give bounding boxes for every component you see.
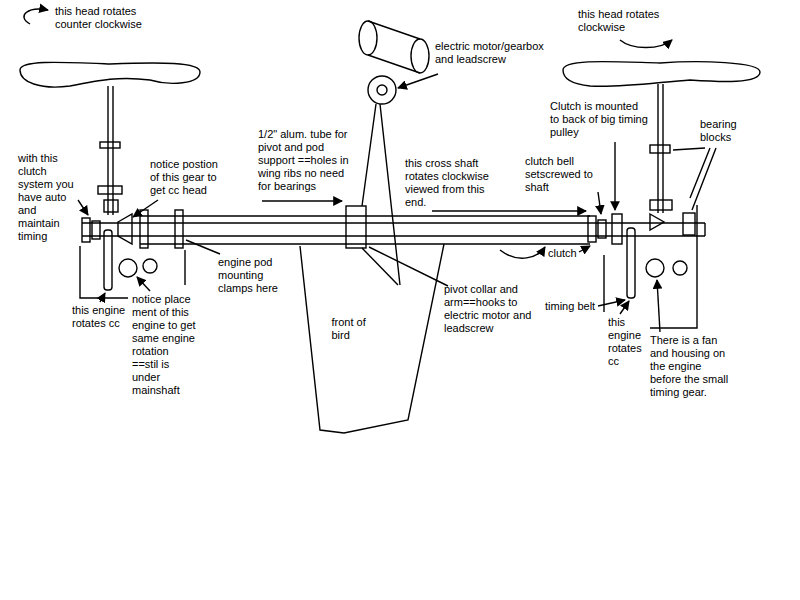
note: There is a fan and housing on the engine… [650,334,732,399]
engine [119,259,137,277]
clutch [588,216,596,242]
rotor-blade [563,62,760,87]
rotation-note: this head rotates clockwise [578,8,673,34]
part-label: electric motor/gearbox and leadscrew [435,40,550,66]
rotor-mast [658,84,663,213]
alum-tube [140,216,590,244]
rotor-blade [20,62,200,87]
engine [143,259,157,273]
engine-pod [80,246,185,298]
bearing-block [98,186,122,194]
rotation-note: this engine rotates cc [608,316,648,368]
leader-line [432,210,586,211]
electric-motor [359,21,377,55]
leader-line [579,246,590,252]
rotor-mast [108,86,113,215]
note: Clutch is mounted to back of big timing … [550,100,649,139]
part-label: timing belt [545,300,595,313]
note: 1/2" alum. tube for pivot and pod suppor… [258,128,353,193]
leader-line [657,280,660,332]
note: notice place ment of this engine to get … [132,293,197,397]
leader-line [186,240,220,254]
timing-pulley [612,214,622,244]
engine-pod [604,205,697,328]
leadscrew [362,104,400,285]
engine [673,261,687,275]
clutch [82,218,90,242]
rotation-arrow [500,247,545,258]
pod-clamp [140,210,148,248]
bearing-block [100,142,120,148]
note: notice postion of this gear to get cc he… [150,158,225,197]
note: engine pod mounting clamps here [218,256,280,295]
leader-line [620,301,629,314]
leader-line [614,142,615,210]
leader-line [133,200,158,217]
leader-line [398,74,438,88]
rotation-note: this engine rotates cc [72,304,130,330]
part-label: bearing blocks [700,118,745,144]
gearbox [377,85,387,95]
bearing-block [650,145,670,153]
note: with this clutch system you have auto an… [18,152,76,243]
part-label: clutch [548,247,577,260]
outline-shape [296,240,448,438]
node-text: front of bird [332,316,377,342]
leader-line [598,300,625,306]
clutch [92,221,100,239]
leader-line [100,293,105,302]
leader-line [137,277,150,291]
rotation-note: this cross shaft rotates clockwise viewe… [405,157,495,209]
part-label: clutch bell setscrewed to shaft [525,155,595,194]
bearing-block [683,213,695,235]
gearbox [368,76,396,104]
electric-motor [411,39,429,73]
pivot-collar [346,206,366,248]
leader-line [673,148,716,210]
clutch [598,220,606,238]
fuselage-line [300,244,444,433]
pod-clamp [175,210,183,248]
bevel-gear [104,200,118,212]
rotation-note: this head rotates counter clockwise [55,5,155,31]
part-label: pivot collar and arm==hooks to electric … [444,283,534,335]
bevel-gear [118,214,132,244]
bevel-gear [650,214,664,230]
rotation-arrow [620,40,672,48]
leader-line [78,200,88,215]
bearing-block [650,200,672,210]
timing-belt [627,228,635,298]
leader-line [262,200,342,201]
engine [646,259,664,277]
pivot-arm [362,248,398,285]
leader-line [598,192,601,214]
fuselage-outline: front of bird [296,240,448,438]
timing-belt [104,230,112,290]
rotation-arrow [24,9,48,24]
